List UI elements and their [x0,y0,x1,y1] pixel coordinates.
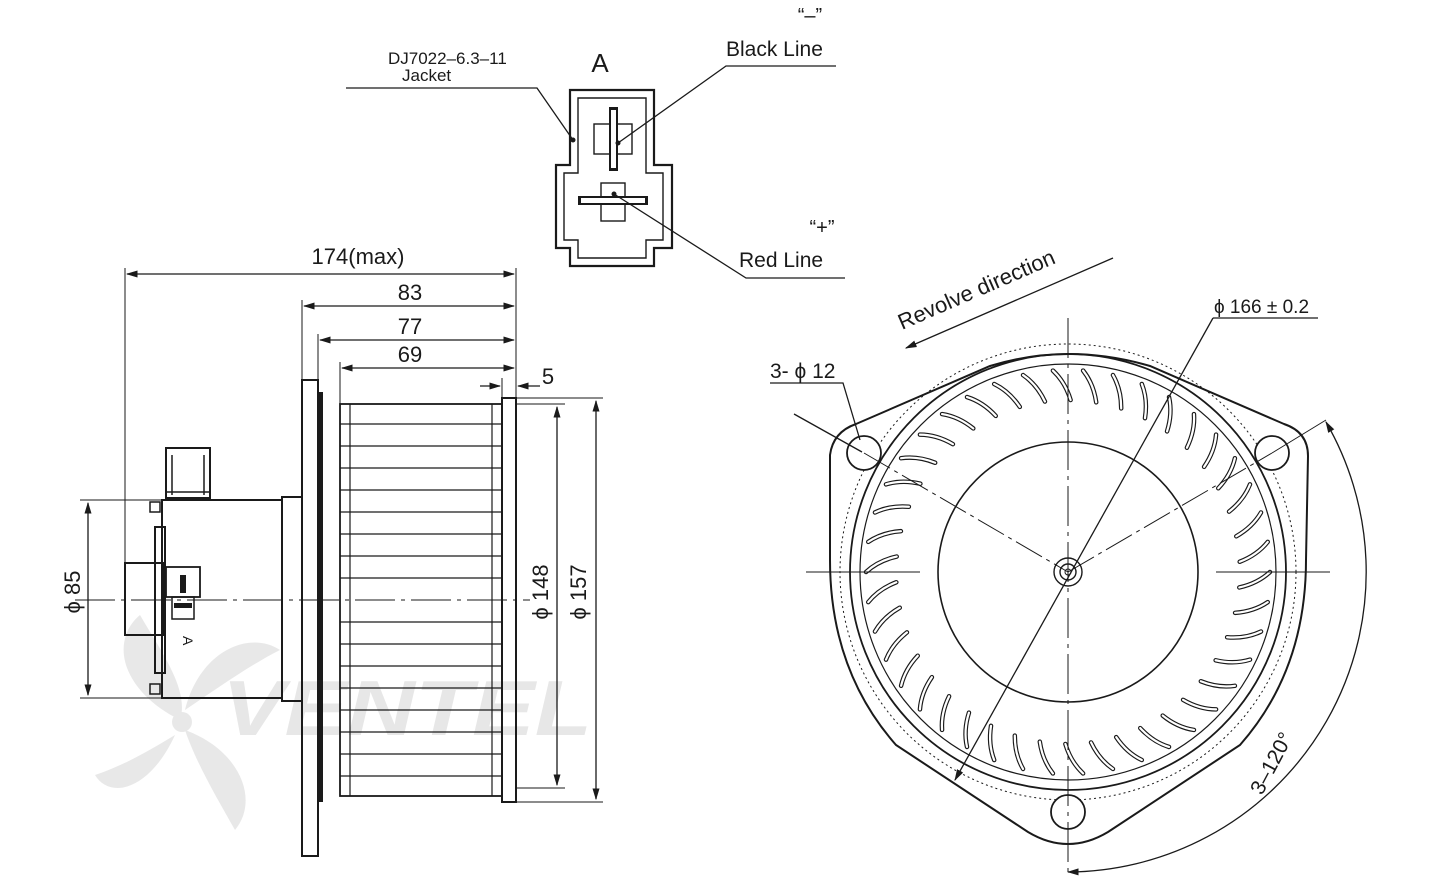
dim-77: 77 [398,314,422,339]
dim-83: 83 [398,280,422,305]
impeller-blade-inner [900,654,919,687]
impeller-blade [1237,539,1270,565]
holes-label: 3- ϕ 12 [770,360,835,383]
impeller-blade-inner [989,724,996,762]
dim-69: 69 [398,342,422,367]
impeller-blade [1237,569,1273,590]
black-line-leader [617,65,836,144]
revolve-direction-label: Revolve direction [894,244,1059,334]
impeller-blade-inner [1140,382,1147,420]
impeller-blade [863,554,899,575]
impeller-blade [991,381,1023,410]
pcd-label: ϕ 166 ± 0.2 [1214,297,1309,318]
impeller-blade-inner [884,480,922,486]
angle-label: 3–120° [1246,729,1298,799]
impeller-blade-inner [940,412,975,430]
connector-detail: A DJ7022–6.3–11 Jacket “–” Black Line “+… [346,5,845,279]
impeller-blade-inner [1051,369,1072,402]
impeller-blade-inner [873,606,901,633]
impeller-blade [1088,740,1116,772]
impeller-blade [939,411,976,431]
impeller-blade-inner [884,631,909,661]
red-line-leader [613,193,845,279]
impeller-blade [917,674,935,712]
watermark: VENTEL [95,615,592,830]
black-line-label: Black Line [726,38,823,61]
impeller-blade-inner [965,395,997,418]
impeller-blade-inner [867,581,898,604]
side-connector-icon [165,566,201,620]
front-view: 3- ϕ 12 ϕ 166 ± 0.2 Revolve direction 3–… [770,244,1367,876]
impeller-blade-inner [1082,369,1098,404]
view-a-label: A [591,48,609,78]
impeller-blade-inner [964,711,971,749]
impeller-blade-inner [1111,373,1123,410]
side-connector-tag: A [180,636,196,646]
dim-5: 5 [542,364,554,389]
watermark-text: VENTEL [222,664,592,752]
dia-148-label: ϕ 148 [528,564,553,619]
dia-157-label: ϕ 157 [566,564,591,619]
part-name-label: Jacket [402,66,451,85]
impeller-blade-inner [918,433,955,446]
impeller-blade [964,394,998,419]
impeller-blade [1138,725,1172,750]
part-number-label: DJ7022–6.3–11 [388,49,507,68]
impeller-blade [1020,372,1048,404]
dia-85-label: ϕ 85 [60,571,85,614]
impeller-blade [1160,713,1197,733]
impeller-blade [883,630,910,662]
impeller-blade [1201,432,1219,470]
impeller-blade [898,653,921,689]
impeller-blade [1232,599,1270,616]
impeller-blade-inner [900,456,937,464]
impeller-blade [1226,482,1253,514]
impeller-blade [1113,734,1145,763]
negative-mark: “–” [798,5,822,27]
impeller-blade-inner [867,530,903,543]
impeller-blade [1037,739,1056,776]
jacket-leader [346,87,574,141]
impeller-blade [872,605,902,634]
side-view: A 174(max) [60,244,603,857]
impeller-blade-inner [864,555,898,574]
impeller-blade-inner [1021,373,1047,403]
impeller-blade-inner [918,676,934,711]
impeller-blade-inner [1013,734,1025,771]
impeller-blade-inner [993,382,1021,408]
impeller-blade-inner [940,695,951,732]
red-line-label: Red Line [739,249,823,272]
impeller-blade-inner [1038,740,1054,775]
impeller-blade-inner [873,505,910,514]
dim-overall-length: 174(max) [312,244,405,269]
impeller-blade [866,579,899,605]
impeller-blade [1216,455,1238,491]
impeller-blade [1080,368,1099,405]
impeller-blade [866,528,904,545]
positive-mark: “+” [810,217,835,239]
watermark-fan-icon [95,615,280,830]
impeller-blade [1234,510,1264,539]
